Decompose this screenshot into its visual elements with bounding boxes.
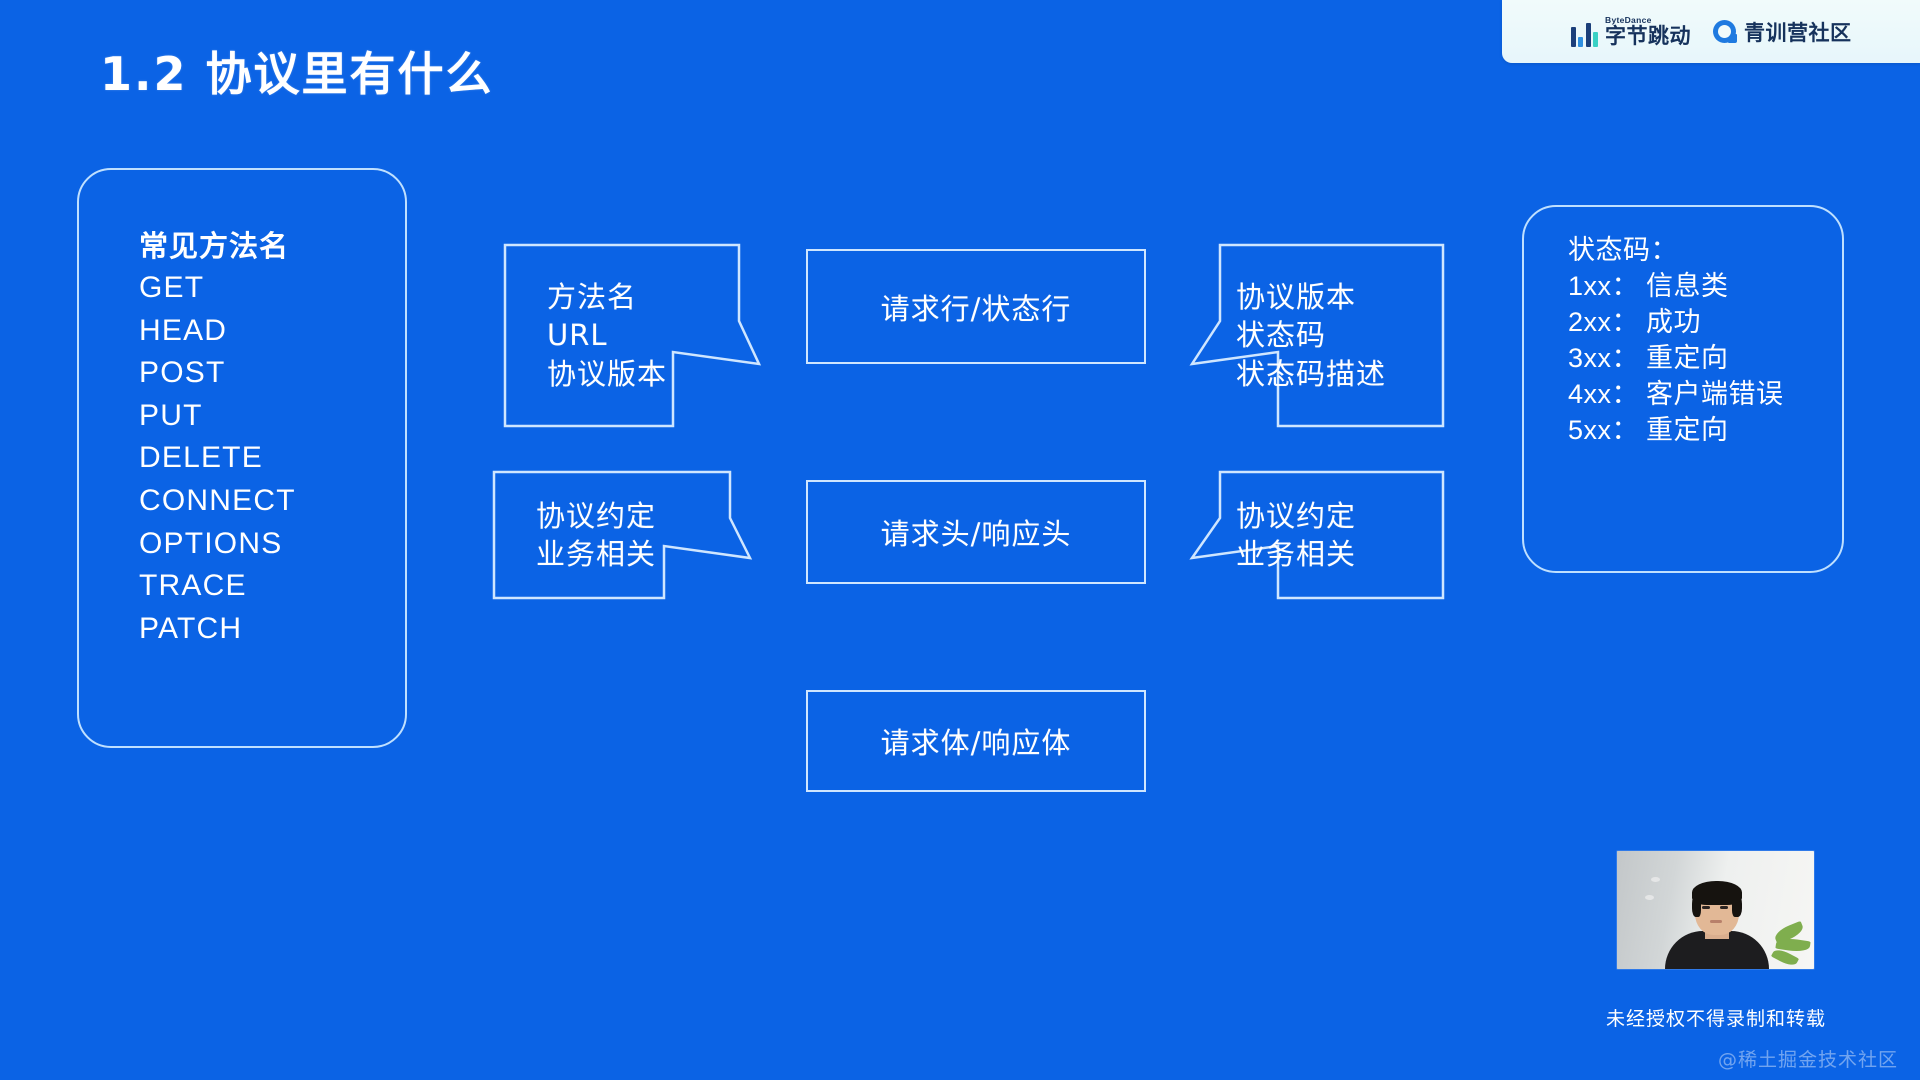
status-row: 5xx： 重定向	[1568, 413, 1842, 449]
callout-line: 协议约定	[536, 498, 657, 533]
callout-row1-right: 协议版本 状态码 状态码描述	[1189, 243, 1445, 428]
bytedance-logo: ByteDance 字节跳动	[1570, 14, 1692, 49]
method-item: DELETE	[139, 441, 263, 475]
callout-line: 状态码描述	[1236, 356, 1387, 391]
ceiling-light-icon	[1651, 877, 1660, 882]
presenter-avatar	[1665, 881, 1769, 969]
methods-heading: 常见方法名	[139, 229, 290, 263]
callout-row1-left: 方法名 URL 协议版本	[503, 243, 762, 428]
bytedance-cn-label: 字节跳动	[1605, 24, 1691, 49]
callout-row1-right-shape	[1189, 243, 1445, 428]
status-row: 1xx： 信息类	[1568, 269, 1842, 305]
method-item: GET	[139, 271, 205, 305]
method-item: POST	[139, 356, 226, 390]
bar-chart-icon	[1570, 23, 1598, 48]
status-desc: 成功	[1646, 306, 1701, 338]
recording-notice: 未经授权不得录制和转载	[1605, 1008, 1826, 1030]
method-item: CONNECT	[139, 484, 296, 518]
box-request-body-label: 请求体/响应体	[880, 726, 1072, 760]
community-label: 青训营社区	[1744, 20, 1852, 45]
status-code-list: 状态码： 1xx： 信息类 2xx： 成功 3xx： 重定向 4xx： 客户端错…	[1524, 233, 1842, 448]
box-request-body: 请求体/响应体	[806, 690, 1146, 792]
box-request-line: 请求行/状态行	[806, 249, 1146, 364]
status-row: 3xx： 重定向	[1568, 341, 1842, 377]
callout-row2-left-shape	[492, 470, 753, 600]
callout-line: 协议约定	[1236, 498, 1357, 533]
page-title: 1.2 协议里有什么	[100, 47, 494, 101]
status-code-panel: 状态码： 1xx： 信息类 2xx： 成功 3xx： 重定向 4xx： 客户端错…	[1522, 205, 1844, 573]
callout-line: URL	[547, 318, 608, 353]
community-logo: 青训营社区	[1713, 17, 1852, 47]
status-code: 3xx：	[1568, 342, 1640, 373]
method-item: HEAD	[139, 313, 228, 347]
methods-list: 常见方法名 GET HEAD POST PUT DELETE CONNECT O…	[79, 228, 405, 650]
method-item: OPTIONS	[139, 526, 283, 560]
status-code: 5xx：	[1568, 414, 1640, 445]
box-request-line-label: 请求行/状态行	[880, 291, 1072, 326]
status-desc: 客户端错误	[1646, 378, 1784, 410]
callout-row1-right-text: 协议版本 状态码 状态码描述	[1236, 278, 1386, 393]
webcam-video[interactable]	[1617, 851, 1814, 969]
callout-row1-left-shape	[503, 243, 762, 428]
box-request-header-label: 请求头/响应头	[880, 517, 1072, 551]
ceiling-light-icon	[1645, 895, 1654, 900]
callout-line: 状态码	[1236, 318, 1327, 353]
status-desc: 重定向	[1646, 342, 1729, 374]
status-code: 2xx：	[1568, 306, 1640, 337]
callout-line: 业务相关	[536, 537, 657, 571]
box-request-header: 请求头/响应头	[806, 480, 1146, 584]
callout-row2-right-text: 协议约定 业务相关	[1236, 497, 1356, 574]
brand-logo-bar: ByteDance 字节跳动 青训营社区	[1502, 0, 1920, 63]
method-item: PATCH	[139, 611, 243, 645]
callout-line: 方法名	[547, 280, 638, 315]
status-desc: 重定向	[1646, 414, 1729, 446]
callout-line: 协议版本	[1236, 280, 1357, 315]
status-code: 4xx：	[1568, 378, 1640, 409]
method-item: TRACE	[139, 569, 247, 603]
method-item: PUT	[139, 398, 203, 432]
status-row: 2xx： 成功	[1568, 305, 1842, 341]
callout-row2-left: 协议约定 业务相关	[492, 470, 753, 600]
callout-row2-left-text: 协议约定 业务相关	[536, 497, 656, 574]
callout-row2-right: 协议约定 业务相关	[1189, 470, 1445, 600]
status-row: 4xx： 客户端错误	[1568, 377, 1842, 413]
methods-panel: 常见方法名 GET HEAD POST PUT DELETE CONNECT O…	[77, 168, 407, 748]
status-heading: 状态码：	[1568, 235, 1678, 266]
callout-line: 协议版本	[547, 356, 668, 391]
status-desc: 信息类	[1646, 270, 1729, 302]
status-code: 1xx：	[1568, 270, 1640, 301]
callout-row2-right-shape	[1189, 470, 1445, 600]
callout-line: 业务相关	[1236, 537, 1357, 571]
watermark: @稀土掘金技术社区	[1717, 1049, 1898, 1071]
circle-q-icon	[1713, 20, 1737, 43]
callout-row1-left-text: 方法名 URL 协议版本	[547, 278, 667, 393]
bytedance-en-label: ByteDance	[1605, 14, 1652, 25]
